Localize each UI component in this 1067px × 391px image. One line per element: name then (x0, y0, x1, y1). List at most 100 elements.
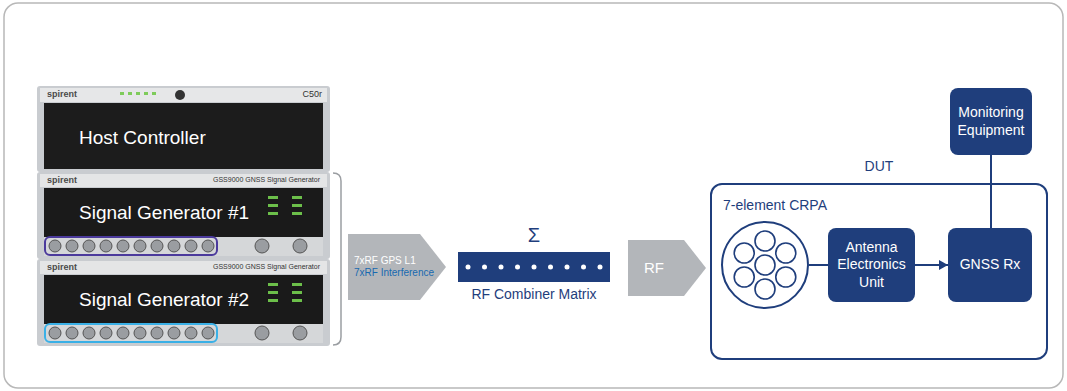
host-controller-rack (37, 86, 330, 172)
antenna-element (755, 231, 775, 251)
rack-frame (37, 86, 330, 172)
brand-logo: spirent (47, 175, 77, 186)
rf-connectors (49, 326, 307, 340)
drawing-part (499, 265, 504, 270)
antenna-element (734, 267, 754, 287)
combiner-bar (458, 252, 610, 282)
rack-title: Host Controller (79, 127, 206, 149)
signal-generator-rack (37, 259, 330, 346)
status-led (128, 92, 132, 95)
drawing-part (83, 240, 95, 252)
drawing-part (49, 327, 61, 339)
drawing-part (117, 240, 129, 252)
drawing-part (185, 240, 197, 252)
rack-top-strip (40, 88, 327, 102)
drawing-part (185, 327, 197, 339)
drawing-part (581, 265, 586, 270)
outer-frame (4, 3, 1063, 388)
drawing-part (168, 240, 180, 252)
drawing-part (293, 239, 307, 253)
drawing-part (515, 265, 520, 270)
rack-face (44, 188, 323, 237)
arrow-shape (628, 240, 706, 296)
drawing-part (100, 327, 112, 339)
drawing-part (598, 265, 603, 270)
antenna-element (776, 243, 796, 263)
status-led (292, 283, 302, 286)
status-led (120, 92, 124, 95)
signal-label: 7xRF GPS L1 (354, 255, 446, 268)
antenna-element (755, 255, 775, 275)
antenna-label: 7-element CRPA (723, 197, 809, 213)
rack-top-strip (40, 174, 327, 187)
drawing-part (565, 265, 570, 270)
status-led (292, 291, 302, 294)
rack-top-strip (40, 261, 327, 274)
signal-generator: Signal Generator #1 (37, 172, 330, 259)
rack-face (44, 103, 323, 169)
label-holder: GSS9000 GNSS Signal Generator (213, 263, 320, 271)
crpa-antenna: 7-element CRPA (721, 221, 809, 309)
drawing-part (202, 327, 214, 339)
array-outline (722, 222, 808, 308)
brand-logo: spirent (47, 89, 77, 100)
status-led (152, 92, 156, 95)
rack-title: Signal Generator #1 (79, 202, 249, 224)
status-led (268, 204, 278, 207)
model-name: GSS9000 GNSS Signal Generator (213, 263, 320, 271)
combiner-body (458, 252, 610, 282)
rack-frame (37, 259, 330, 346)
drawing-part (151, 327, 163, 339)
status-led (292, 196, 302, 199)
drawing-part (83, 327, 95, 339)
antenna-array (721, 221, 809, 309)
status-led (292, 212, 302, 215)
drawing-part (548, 265, 553, 270)
arrow-body (348, 234, 446, 300)
status-led (136, 92, 140, 95)
combiner-ports (466, 265, 603, 270)
connector-highlight (45, 237, 217, 255)
signal-label: 7xRF Interference (354, 267, 446, 280)
bracket (333, 173, 341, 345)
drawing-part (255, 239, 269, 253)
combiner-label: RF Combiner Matrix (471, 286, 596, 302)
connector-panel (44, 324, 323, 343)
status-led (292, 204, 302, 207)
signal-generator-rack (37, 172, 330, 259)
rack-title: Signal Generator #2 (79, 289, 249, 311)
dut-label: DUT (712, 158, 1046, 174)
rack-face (44, 275, 323, 324)
drawing-part (255, 326, 269, 340)
arrow-body (628, 240, 706, 296)
signal-arrow: 7xRF GPS L17xRF Interference (348, 234, 446, 300)
sum-symbol: Σ (528, 218, 540, 252)
label-holder: spirent (47, 262, 77, 273)
label-holder: spirent (47, 89, 77, 100)
box-label: Monitoring Equipment (954, 104, 1028, 139)
antenna-element (755, 279, 775, 299)
rf-arrow: RF (628, 240, 706, 296)
connector-panel (44, 237, 323, 256)
label-holder: GSS9000 GNSS Signal Generator (213, 176, 320, 184)
drawing-part (49, 240, 61, 252)
monitoring-equipment: Monitoring Equipment (950, 88, 1032, 155)
model-name: GSS9000 GNSS Signal Generator (213, 176, 320, 184)
antenna-element (776, 267, 796, 287)
status-led (268, 283, 278, 286)
box-label: Antenna Electronics Unit (832, 239, 911, 292)
gnss-receiver: GNSS Rx (948, 228, 1032, 302)
drawing-part (66, 240, 78, 252)
drawing-part (117, 327, 129, 339)
status-led (268, 212, 278, 215)
status-led (268, 299, 278, 302)
drawing-part (134, 240, 146, 252)
drawing-part (532, 265, 537, 270)
drawing-part (466, 265, 471, 270)
dut-boundary: DUT7-element CRPAAntenna Electronics Uni… (710, 183, 1048, 360)
drawing-part (293, 326, 307, 340)
drawing-part (100, 240, 112, 252)
